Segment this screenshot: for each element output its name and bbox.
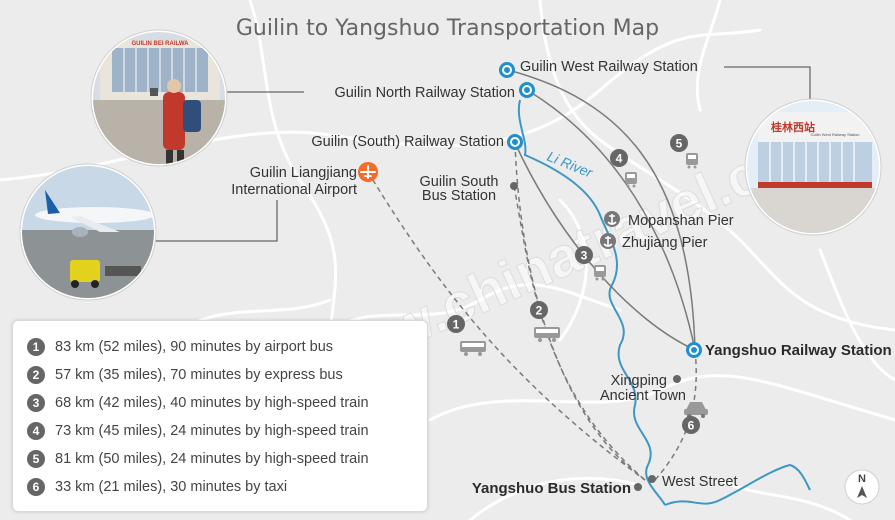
legend-row: 2 57 km (35 miles), 70 minutes by expres… [27,364,343,386]
legend-row: 1 83 km (52 miles), 90 minutes by airpor… [27,336,333,358]
route-marker-2[interactable]: 2 [530,301,548,319]
yangshuo-bus-dot[interactable] [634,483,642,491]
photo-sign-north: GUILIN BEI RAILWA [132,41,190,47]
north-arrow-icon: N [844,469,880,505]
legend-text: 68 km (42 miles), 40 minutes by high-spe… [55,395,369,411]
route-marker-1[interactable]: 1 [447,315,465,333]
route-legend: 1 83 km (52 miles), 90 minutes by airpor… [12,320,428,512]
railway-icon-west[interactable] [499,62,515,78]
label-bus-south-2: Bus Station [422,188,496,204]
anchor-icon-zhujiang[interactable] [600,233,616,249]
train-icon-route3 [594,265,606,281]
legend-number: 6 [27,478,45,496]
river-label: Li River [545,148,596,181]
bus-icon-route1 [460,341,486,356]
route-rail-yangshuo-bus [514,142,646,481]
label-airport-1: Guilin Liangjiang [250,165,357,181]
label-airport-2: International Airport [231,182,357,198]
legend-row: 6 33 km (21 miles), 30 minutes by taxi [27,476,287,498]
xingping-dot[interactable] [673,375,681,383]
map-title: Guilin to Yangshuo Transportation Map [235,16,660,41]
route-marker-6[interactable]: 6 [682,416,700,434]
route-north-yangshuo [526,89,696,351]
route-marker-3[interactable]: 3 [575,246,593,264]
photo-guilin-west: 桂林西站 Guilin West Railway Station [744,98,882,236]
legend-text: 73 km (45 miles), 24 minutes by high-spe… [55,423,369,439]
route-marker-4[interactable]: 4 [610,149,628,167]
legend-number: 2 [27,366,45,384]
label-mopanshan: Mopanshan Pier [628,213,734,229]
label-west-street: West Street [662,474,737,490]
svg-text:1: 1 [453,318,460,332]
taxi-icon-route6 [684,402,708,418]
legend-row: 4 73 km (45 miles), 24 minutes by high-s… [27,420,369,442]
legend-number: 5 [27,450,45,468]
route-west-yangshuo [507,69,696,351]
legend-number: 1 [27,338,45,356]
label-zhujiang: Zhujiang Pier [622,235,708,251]
train-icon-route5 [686,153,698,169]
railway-icon-yangshuo[interactable] [686,342,702,358]
photo-sign-west-en: Guilin West Railway Station [810,132,859,137]
label-guilin-west: Guilin West Railway Station [520,59,698,75]
legend-text: 83 km (52 miles), 90 minutes by airport … [55,339,334,355]
route-airport-bus [367,171,646,481]
svg-text:5: 5 [676,137,683,151]
label-xingping-2: Ancient Town [600,388,686,404]
label-yangshuo-rail: Yangshuo Railway Station [705,342,892,359]
legend-text: 57 km (35 miles), 70 minutes by express … [55,367,343,383]
west-street-dot[interactable] [648,475,656,483]
legend-row: 3 68 km (42 miles), 40 minutes by high-s… [27,392,369,414]
photo-airport [19,163,157,301]
legend-text: 81 km (50 miles), 24 minutes by high-spe… [55,451,369,467]
legend-number: 3 [27,394,45,412]
legend-number: 4 [27,422,45,440]
route-marker-5[interactable]: 5 [670,134,688,152]
svg-text:2: 2 [536,304,543,318]
legend-row: 5 81 km (50 miles), 24 minutes by high-s… [27,448,369,470]
label-xingping-1: Xingping [611,373,667,389]
label-guilin-south: Guilin (South) Railway Station [311,134,504,150]
train-icon-route4 [625,172,637,188]
bus-icon-route2 [534,327,560,342]
airport-icon[interactable] [358,162,378,182]
svg-text:4: 4 [616,152,623,166]
svg-text:3: 3 [581,249,588,263]
label-bus-south-1: Guilin South [420,174,499,190]
photo-sign-west-cn: 桂林西站 [770,120,815,134]
anchor-icon-mopanshan[interactable] [604,211,620,227]
label-yangshuo-bus: Yangshuo Bus Station [472,480,631,497]
label-guilin-north: Guilin North Railway Station [334,85,515,101]
callout-lines [152,66,811,242]
north-label: N [858,473,866,485]
photo-guilin-north: GUILIN BEI RAILWA [90,29,228,167]
railway-icon-north[interactable] [519,82,535,98]
svg-text:6: 6 [688,419,695,433]
railway-icon-south[interactable] [507,134,523,150]
li-river [517,99,811,506]
legend-text: 33 km (21 miles), 30 minutes by taxi [55,479,288,495]
bus-station-dot-south[interactable] [510,182,518,190]
